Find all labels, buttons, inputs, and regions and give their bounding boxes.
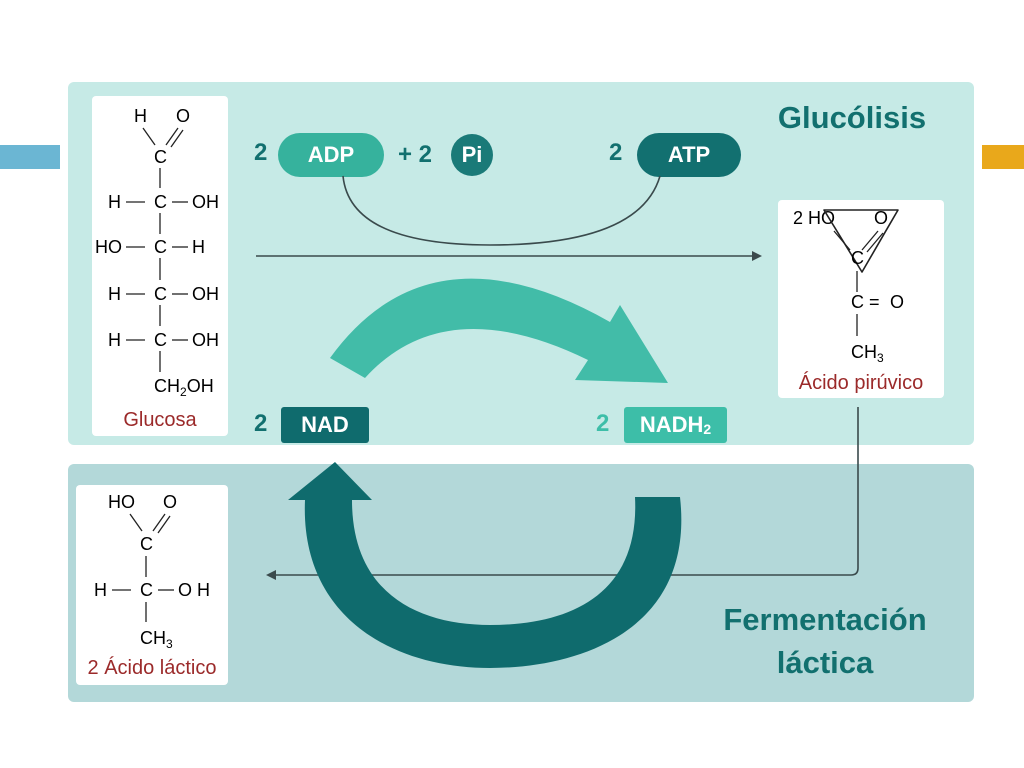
fermentation-title: Fermentación láctica (700, 598, 950, 684)
right-accent-bar (982, 145, 1024, 169)
glucose-r3-left: HO (95, 237, 122, 257)
fermentation-title-line1: Fermentación (723, 602, 927, 637)
glucose-r5-right: OH (192, 330, 219, 350)
lactic-r2-c: C (140, 580, 153, 600)
pi-coefficient: + 2 (398, 141, 433, 168)
atp-coefficient: 2 (609, 139, 623, 166)
glucose-r5-left: H (108, 330, 121, 350)
nad-to-nadh-curved-arrow (330, 278, 668, 383)
atp-pill: ATP (637, 133, 741, 177)
glucose-r5-c: C (154, 330, 167, 350)
pyruvic-structure: 2 HO O C C = O CH3 Ácido pirúvico (793, 208, 923, 394)
nadh-label: NADH (639, 412, 704, 437)
pyruvic-o2: O (890, 292, 904, 312)
pyruvic-c2: C (851, 292, 864, 312)
glucose-structure: H O C H C OH HO C H H C OH H C OH CH2OH … (95, 106, 219, 431)
glucose-top-o: O (176, 106, 190, 126)
glucose-name: Glucosa (123, 409, 197, 431)
adp-atp-connector (342, 175, 661, 246)
glycolysis-title: Glucólisis (777, 100, 927, 135)
pyruvic-to-lactic-arrow (266, 407, 859, 580)
adp-coefficient: 2 (254, 139, 268, 166)
glucose-r4-left: H (108, 284, 121, 304)
lactic-r2-left: H (94, 580, 107, 600)
lactic-top-right: O (163, 492, 177, 512)
glucose-c1: C (154, 147, 167, 167)
glucose-r3-c: C (154, 237, 167, 257)
adp-pill: ADP (278, 133, 384, 177)
pyruvic-double-bond: = (869, 292, 880, 312)
glucose-r2-left: H (108, 192, 121, 212)
nad-coefficient: 2 (254, 410, 268, 437)
nad-box: NAD (281, 407, 369, 443)
lactic-name: 2 Ácido láctico (88, 656, 217, 679)
nadh-to-nad-u-arrow (288, 462, 682, 668)
glucose-r4-c: C (154, 284, 167, 304)
glucose-r2-right: OH (192, 192, 219, 212)
glucose-bottom-group: CH2OH (154, 376, 214, 399)
glucose-top-h: H (134, 106, 147, 126)
lactic-ch3: CH3 (140, 628, 173, 651)
pyruvic-top-right: O (874, 208, 888, 228)
glucose-r2-c: C (154, 192, 167, 212)
pyruvic-acid-card (778, 200, 944, 398)
pi-pill: Pi (451, 134, 493, 176)
lactic-c1: C (140, 534, 153, 554)
lactic-r2-right: O H (178, 580, 210, 600)
nadh-coefficient: 2 (596, 410, 610, 437)
lactic-acid-card (76, 485, 228, 685)
lactic-structure: HO O C H C O H CH3 2 Ácido láctico (88, 492, 217, 679)
nadh-subscript: 2 (703, 421, 712, 437)
glucose-r3-right: H (192, 237, 205, 257)
pyruvic-name: Ácido pirúvico (799, 371, 924, 394)
fermentation-title-line2: láctica (776, 645, 874, 680)
pyruvic-top-left: 2 HO (793, 208, 835, 228)
lactic-top-left: HO (108, 492, 135, 512)
pyruvic-c1: C (851, 248, 864, 268)
glucose-r4-right: OH (192, 284, 219, 304)
pyruvic-highlight-triangle (823, 209, 899, 273)
pyruvic-ch3: CH3 (851, 342, 884, 365)
left-accent-bar (0, 145, 60, 169)
